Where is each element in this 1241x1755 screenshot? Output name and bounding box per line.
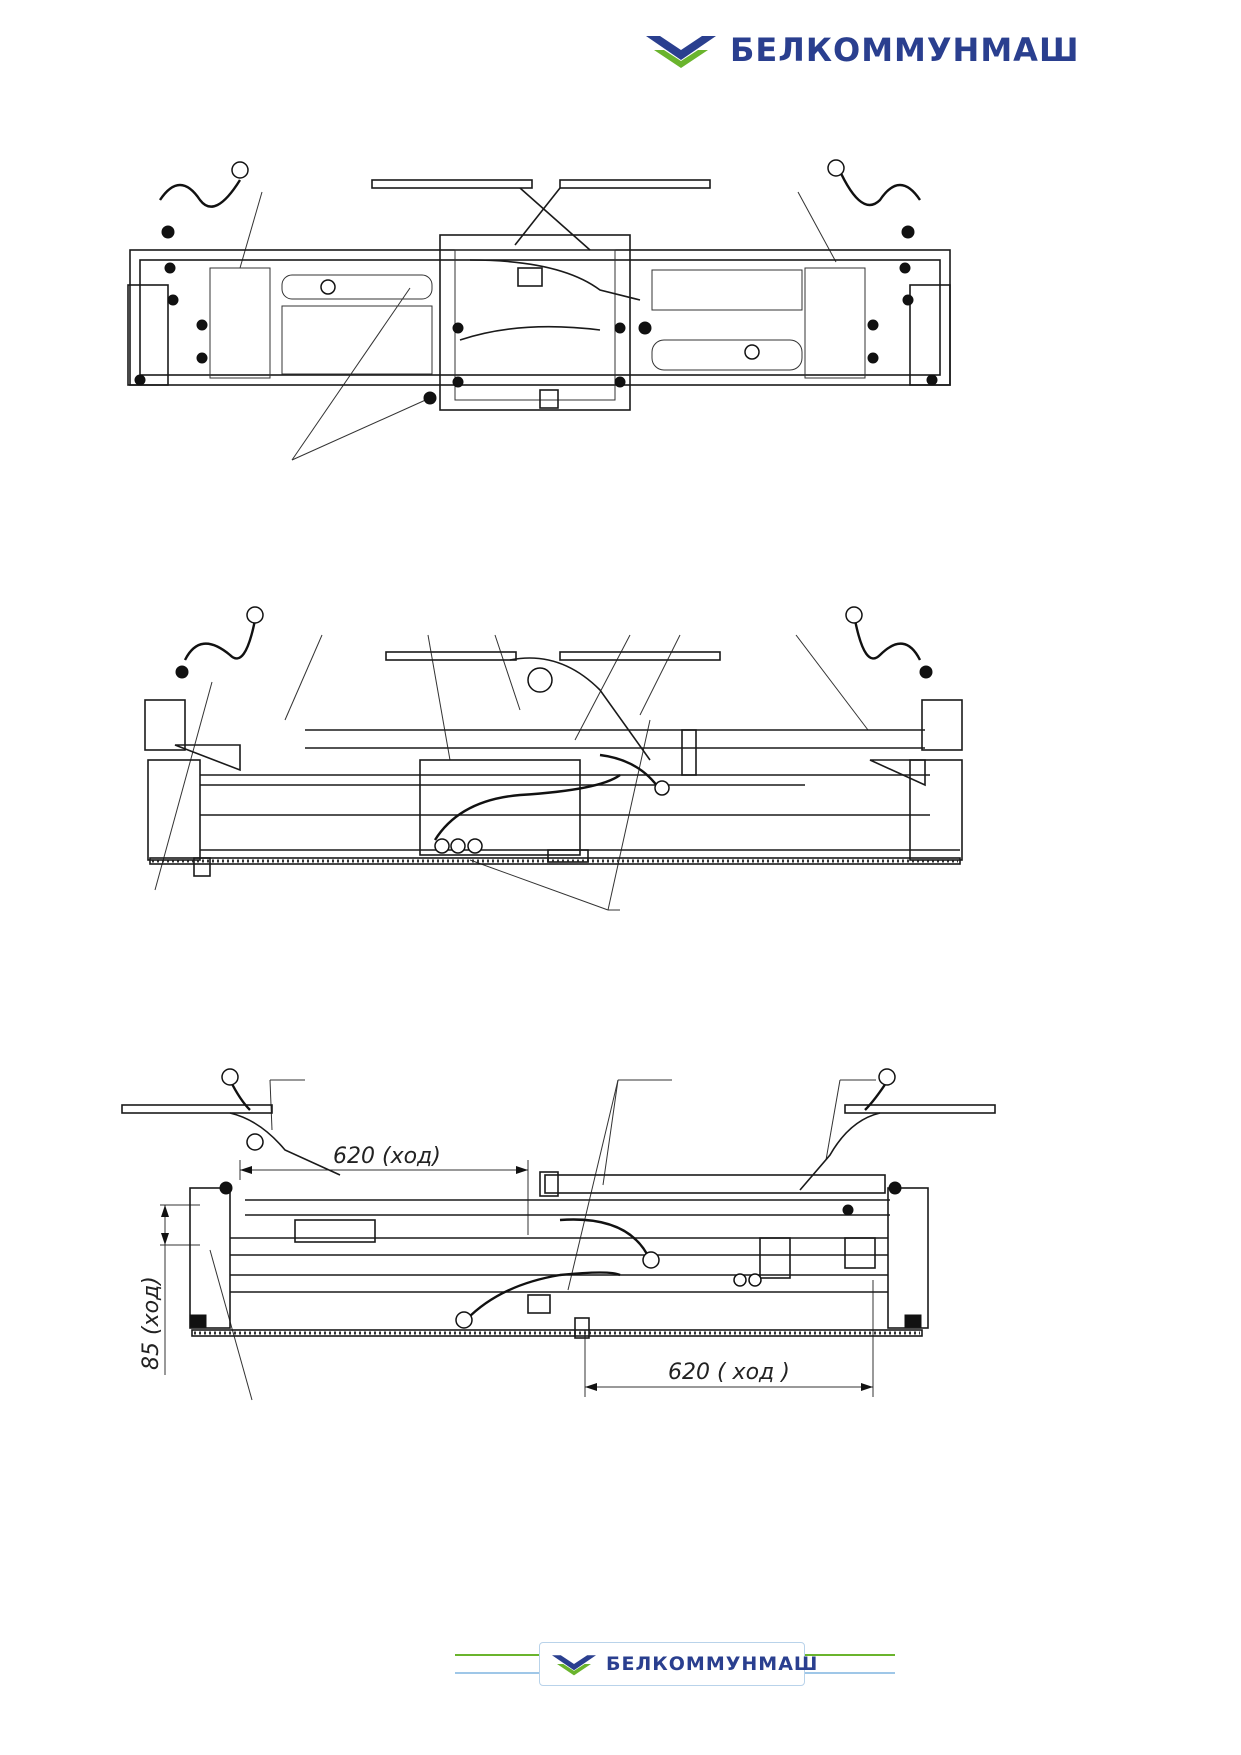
footer-logo: БЕЛКОММУНМАШ <box>455 1640 895 1688</box>
drawing-extended-view: 620 (ход) 620 ( ход ) 85 (ход) <box>121 1068 996 1401</box>
drawing-front-view <box>144 606 963 911</box>
belkommunmash-logo-icon <box>646 36 716 68</box>
dimension-label-top: 620 (ход) <box>333 1144 441 1169</box>
belkommunmash-footer-icon <box>552 1655 596 1676</box>
header-logo: БЕЛКОММУНМАШ <box>646 28 1078 72</box>
header-brand-name: БЕЛКОММУНМАШ <box>730 31 1080 69</box>
dimension-label-vertical: 85 (ход) <box>139 1276 164 1370</box>
footer-logo-box: БЕЛКОММУНМАШ <box>539 1642 817 1686</box>
drawing-top-view <box>127 159 951 461</box>
dimension-label-bottom: 620 ( ход ) <box>668 1360 790 1385</box>
footer-brand-name: БЕЛКОММУНМАШ <box>606 1653 819 1675</box>
